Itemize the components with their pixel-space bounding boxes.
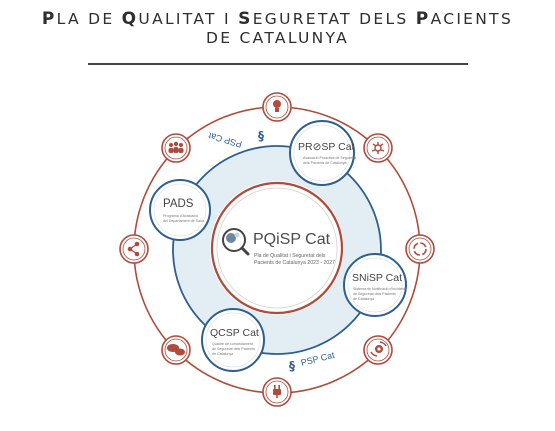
title-rest: ACIENTS xyxy=(430,10,514,28)
title-rest: UALITAT I xyxy=(138,10,239,28)
title-cap: P xyxy=(41,9,57,29)
node-pads-desc-1: Programa d'Avaluació xyxy=(163,214,198,218)
gear-cycle-icon xyxy=(370,341,387,357)
magnifier-icon xyxy=(222,228,250,256)
node-snisp-desc-1: Sistema de Notificació d'Incidents xyxy=(353,287,407,291)
center-inner-ring xyxy=(216,187,338,309)
title-cap: S xyxy=(238,9,253,29)
node-qcsp-title: QCSP Cat xyxy=(210,327,259,339)
node-qcsp-inner xyxy=(205,312,261,368)
node-snisp[interactable] xyxy=(343,253,407,317)
node-prosp-desc-2: dels Pacients de Catalunya xyxy=(303,161,347,165)
node-snisp-desc-2: de Seguretat dels Pacients xyxy=(353,292,396,296)
network-icon xyxy=(371,142,385,154)
node-snisp-desc-3: de Catalunya xyxy=(353,297,375,301)
title-cap: Q xyxy=(121,9,139,29)
chat-icon xyxy=(167,344,185,356)
node-prosp-inner xyxy=(293,124,351,182)
node-snisp-inner xyxy=(347,257,403,313)
svg-text:§: § xyxy=(258,129,264,143)
title-rest: EGURETAT DELS xyxy=(252,10,416,28)
center-circle xyxy=(210,181,344,315)
lightbulb-icon xyxy=(273,100,281,112)
node-pads-desc-2: del Departament de Salut xyxy=(163,219,204,223)
center-subtitle-2: Pacients de Catalunya 2023 - 2027 xyxy=(254,260,336,266)
node-prosp-desc-1: Avaluació Proactiva de Seguretat xyxy=(303,156,357,160)
title-cap: P xyxy=(415,9,431,29)
cycle-icon xyxy=(413,242,427,256)
people-icon xyxy=(168,141,184,153)
psp-top-glyph: § xyxy=(258,129,264,143)
svg-text:§: § xyxy=(289,359,295,373)
node-pads-inner xyxy=(153,183,207,237)
plug-icon xyxy=(273,385,281,398)
node-qcsp-desc-2: de Seguretat dels Pacients xyxy=(212,347,255,351)
node-qcsp[interactable] xyxy=(201,308,265,372)
node-qcsp-desc-1: Quadre de comandament xyxy=(212,342,253,346)
node-prosp-title: PR⊘SP Cat xyxy=(298,141,355,153)
psp-bottom-glyph: § xyxy=(289,359,295,373)
title-line-2: DE CATALUNYA xyxy=(205,29,350,47)
title-underline xyxy=(88,63,468,65)
node-pads-title: PADS xyxy=(163,198,194,210)
title-rest: LA DE xyxy=(56,10,122,28)
center-subtitle-1: Pla de Qualitat i Seguretat dels xyxy=(254,253,326,259)
page-title: PLA DE QUALITAT I SEGURETAT DELS PACIENT… xyxy=(0,10,555,48)
node-snisp-title: SNiSP Cat xyxy=(352,272,402,284)
share-icon xyxy=(127,241,140,257)
node-qcsp-desc-3: de Catalunya xyxy=(212,352,234,356)
center-title: PQiSP Cat xyxy=(253,231,331,248)
title-line-1: PLA DE QUALITAT I SEGURETAT DELS PACIENT… xyxy=(0,10,555,29)
node-pads[interactable] xyxy=(149,179,211,241)
node-prosp[interactable] xyxy=(289,120,355,186)
